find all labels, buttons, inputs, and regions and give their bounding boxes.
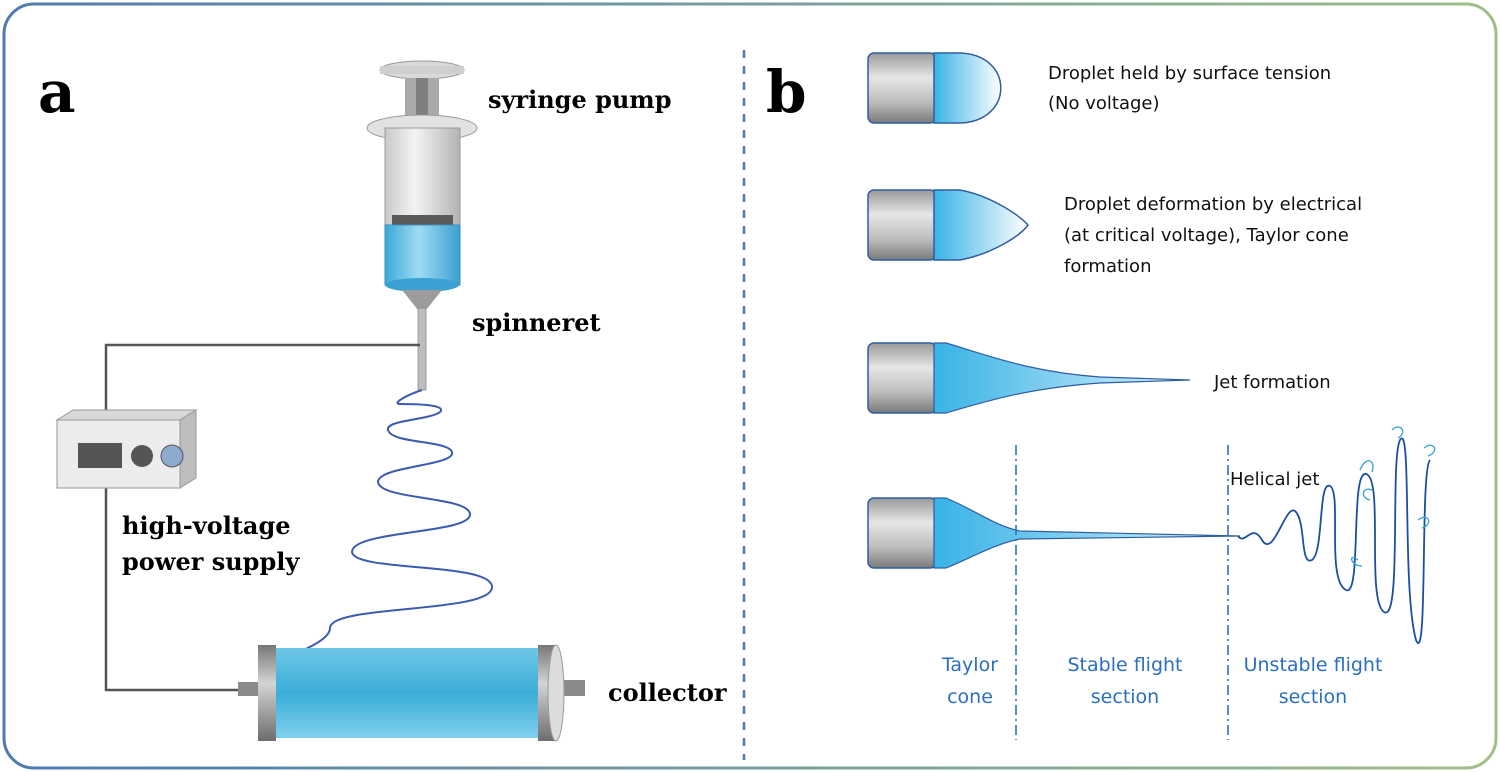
power-display: [78, 443, 122, 468]
section-unstable-2: section: [1278, 686, 1348, 708]
stage2-caption-1: Droplet deformation by electrical: [1064, 194, 1363, 215]
power-supply-label-2: power supply: [122, 547, 300, 576]
section-taylor-2: cone: [947, 686, 993, 708]
collector-label: collector: [608, 678, 727, 707]
circuit-wire: [104, 343, 420, 420]
section-stable-1: Stable flight: [1067, 654, 1183, 676]
section-taylor-1: Taylor: [941, 654, 999, 676]
helical-jet: [1237, 437, 1431, 644]
stage1-caption-1: Droplet held by surface tension: [1048, 63, 1332, 84]
fiber-helix: [299, 389, 494, 653]
nozzle-stage-2: [867, 189, 1029, 261]
stage4-caption: Helical jet: [1230, 469, 1320, 490]
stage3-caption: Jet formation: [1214, 372, 1331, 393]
syringe: [366, 60, 478, 391]
panel-a-letter: a: [38, 58, 76, 126]
section-stable-2: section: [1090, 686, 1160, 708]
syringe-pump-label: syringe pump: [488, 85, 672, 114]
collector-drum: [238, 644, 585, 742]
power-knob-blue: [160, 444, 184, 468]
stage2-caption-2: (at critical voltage), Taylor cone: [1064, 225, 1349, 246]
power-supply-box: [55, 409, 198, 489]
nozzle-stage-3: [867, 342, 1191, 414]
stage1-caption-2: (No voltage): [1048, 93, 1160, 114]
nozzle-stage-4: [867, 426, 1436, 644]
power-supply-label-1: high-voltage: [122, 511, 291, 540]
spinneret-label: spinneret: [472, 308, 601, 337]
section-unstable-1: Unstable flight: [1243, 654, 1383, 676]
nozzle-stage-1: [867, 52, 1002, 124]
panel-b-letter: b: [766, 58, 807, 126]
power-knob-dark: [131, 445, 153, 467]
stage2-caption-3: formation: [1064, 256, 1152, 277]
